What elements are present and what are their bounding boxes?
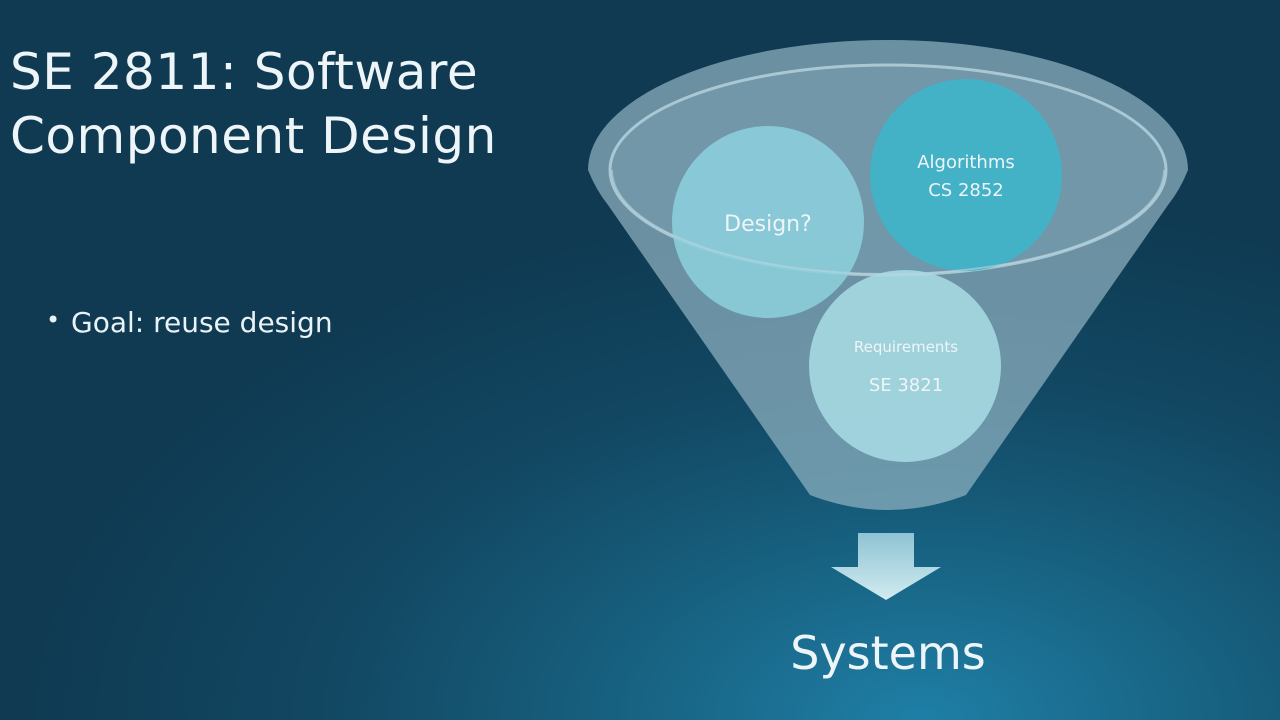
algorithms-label-line1: Algorithms <box>917 152 1015 173</box>
down-arrow <box>831 533 941 600</box>
slide-title: SE 2811: Software Component Design <box>10 43 497 165</box>
bullet-item: Goal: reuse design <box>46 306 333 339</box>
bullet-list: Goal: reuse design <box>46 306 333 339</box>
algorithms-label-line2: CS 2852 <box>928 180 1004 201</box>
requirements-label-line1: Requirements <box>854 338 958 356</box>
requirements-circle <box>809 270 1001 462</box>
requirements-label-line2: SE 3821 <box>869 375 943 396</box>
systems-label: Systems <box>790 626 986 680</box>
design-label: Design? <box>724 212 812 237</box>
algorithms-circle <box>870 79 1062 271</box>
funnel-rim-front <box>611 169 1165 275</box>
